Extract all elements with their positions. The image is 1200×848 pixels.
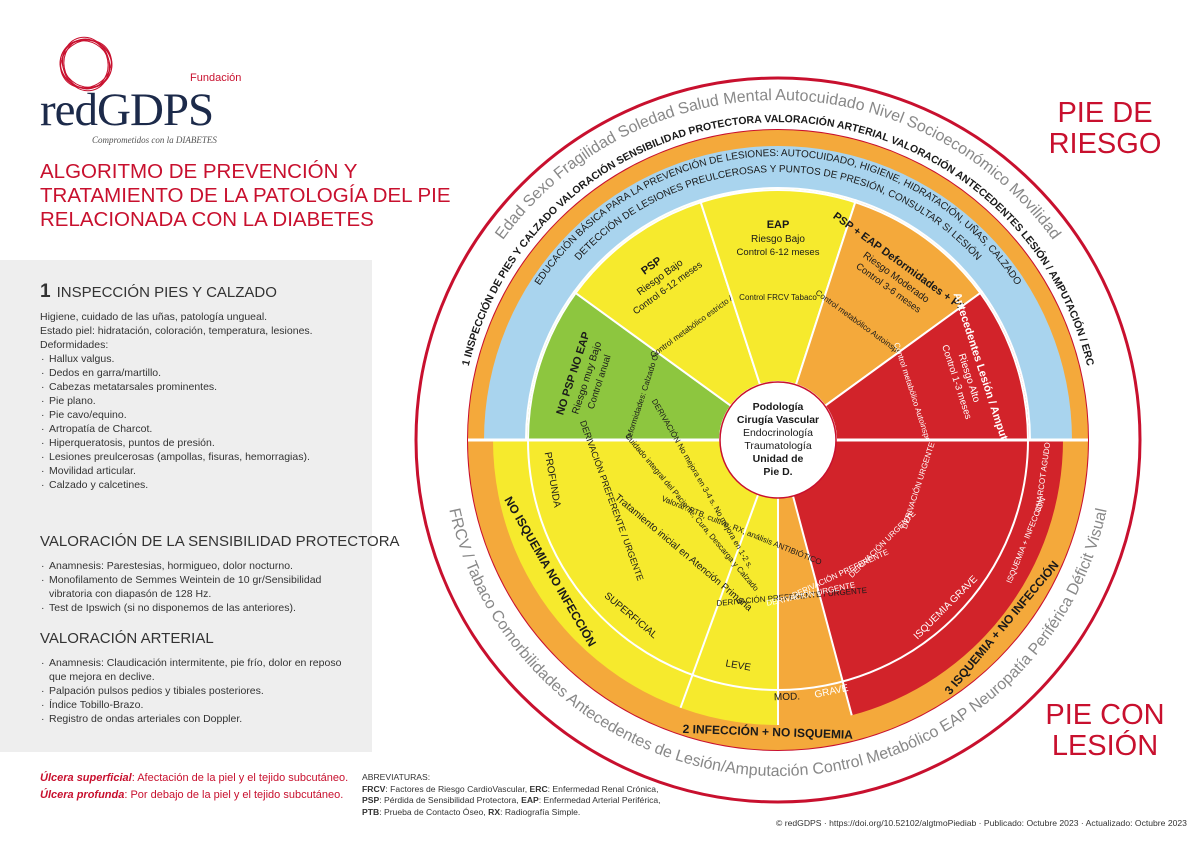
abbr-key: RX — [488, 806, 501, 817]
center-line: Pie D. — [763, 466, 792, 478]
list-item: Artropatía de Charcot. — [40, 422, 370, 436]
lesion-label: MOD. — [774, 691, 800, 703]
ulcer-text: : Afectación de la piel y el tejido subc… — [131, 772, 349, 784]
lesion-divider — [792, 495, 853, 716]
center-line: Cirugía Vascular — [737, 414, 819, 426]
inspection-intro: Deformidades: — [40, 339, 109, 351]
lesion-label: 2 INFECCIÓN + NO ISQUEMIA — [682, 721, 853, 742]
list-item: Registro de ondas arteriales con Doppler… — [40, 712, 360, 726]
corner-label-line: PIE DE — [1057, 97, 1153, 129]
logo: Fundación redGDPS Comprometidos con la D… — [40, 28, 250, 148]
inspection-title: 1 INSPECCIÓN PIES Y CALZADO — [40, 281, 370, 302]
abbreviation-line: FRCV: Factores de Riesgo CardioVascular,… — [362, 784, 661, 796]
list-item: Índice Tobillo-Brazo. — [40, 698, 360, 712]
abbr-value: : Pérdida de Sensibilidad Protectora, — [379, 795, 522, 806]
abbreviations: ABREVIATURAS: FRCV: Factores de Riesgo C… — [362, 772, 661, 818]
inspection-title-text: INSPECCIÓN PIES Y CALZADO — [56, 284, 277, 301]
center-line: Traumatología — [744, 440, 811, 452]
abbr-value: : Enfermedad Renal Crónica, — [547, 783, 659, 794]
logo-brand: redGDPS — [40, 84, 214, 136]
risk-segment-label: Riesgo Bajo — [751, 234, 805, 245]
list-item: Monofilamento de Semmes Weintein de 10 g… — [40, 573, 360, 601]
deformities-list: Hallux valgus. Dedos en garra/martillo. … — [40, 352, 370, 492]
list-item: Test de Ipswich (si no disponemos de las… — [40, 601, 360, 615]
list-item: Calzado y calcetines. — [40, 478, 370, 492]
logo-rings-icon — [59, 36, 113, 92]
lesion-divider — [679, 494, 760, 709]
abbreviations-title: ABREVIATURAS: — [362, 772, 431, 782]
list-item: Movilidad articular. — [40, 464, 370, 478]
title-line: TRATAMIENTO DE LA PATOLOGÍA DEL PIE — [40, 184, 451, 207]
abbreviation-line: PTB: Prueba de Contacto Óseo, RX: Radiog… — [362, 807, 661, 819]
sensitivity-section: VALORACIÓN DE LA SENSIBILIDAD PROTECTORA… — [40, 533, 400, 615]
arterial-title: VALORACIÓN ARTERIAL — [40, 630, 214, 647]
list-item: Anamnesis: Claudicación intermitente, pi… — [40, 656, 360, 684]
pie-de-riesgo-label: PIE DE RIESGO — [1030, 98, 1180, 160]
risk-segment-label: Control FRCV Tabaco — [739, 293, 817, 302]
abbr-value: : Enfermedad Arterial Periférica, — [538, 795, 661, 806]
abbr-key: ERC — [529, 783, 548, 794]
inspection-number: 1 — [40, 281, 51, 302]
inspection-intro: Estado piel: hidratación, coloración, te… — [40, 325, 313, 337]
abbr-key: EAP — [521, 795, 539, 806]
ulcer-text: : Por debajo de la piel y el tejido subc… — [124, 789, 344, 801]
logo-tagline: Comprometidos con la DIABETES — [92, 135, 217, 145]
corner-label-line: LESIÓN — [1051, 730, 1159, 762]
center-line: Unidad de — [753, 453, 804, 465]
list-item: Cabezas metatarsales prominentes. — [40, 380, 370, 394]
ulcer-definition: Úlcera superficial: Afectación de la pie… — [40, 770, 348, 787]
center-line: Endocrinología — [743, 427, 813, 439]
center-circle — [719, 381, 837, 499]
ulcer-definitions: Úlcera superficial: Afectación de la pie… — [40, 770, 348, 804]
list-item: Pie plano. — [40, 394, 370, 408]
arterial-section: VALORACIÓN ARTERIAL Anamnesis: Claudicac… — [40, 630, 360, 726]
sensitivity-list: Anamnesis: Parestesias, hormigueo, dolor… — [40, 559, 360, 615]
copyright: © redGDPS · https://doi.org/10.52102/alg… — [776, 818, 1187, 828]
corner-label-line: PIE CON — [1045, 699, 1165, 731]
center-specialties: Podología Cirugía Vascular Endocrinologí… — [737, 401, 819, 478]
risk-segment-label: EAP — [767, 219, 790, 231]
abbr-key: PTB — [362, 806, 380, 817]
logo-foundation: Fundación — [190, 72, 242, 84]
arterial-list: Anamnesis: Claudicación intermitente, pi… — [40, 656, 360, 726]
ischemia-sector — [793, 440, 1063, 716]
title-line: RELACIONADA CON LA DIABETES — [40, 208, 374, 231]
ulcer-term: Úlcera profunda — [40, 789, 125, 801]
list-item: Hiperqueratosis, puntos de presión. — [40, 436, 370, 450]
abbreviation-line: PSP: Pérdida de Sensibilidad Protectora,… — [362, 795, 661, 807]
ulcer-term: Úlcera superficial — [40, 772, 132, 784]
pie-con-lesion-label: PIE CON LESIÓN — [1025, 700, 1185, 762]
abbr-value: : Prueba de Contacto Óseo, — [379, 806, 489, 817]
list-item: Hallux valgus. — [40, 352, 370, 366]
abbr-value: : Radiografía Simple. — [500, 806, 581, 817]
inspection-intro: Higiene, cuidado de las uñas, patología … — [40, 311, 268, 323]
center-line: Podología — [753, 401, 804, 413]
list-item: Pie cavo/equino. — [40, 408, 370, 422]
corner-label-line: RIESGO — [1048, 128, 1162, 160]
list-item: Palpación pulsos pedios y tibiales poste… — [40, 684, 360, 698]
abbr-key: FRCV — [362, 783, 386, 794]
page-title: ALGORITMO DE PREVENCIÓN Y TRATAMIENTO DE… — [40, 160, 451, 232]
list-item: Lesiones preulcerosas (ampollas, fisuras… — [40, 450, 370, 464]
list-item: Dedos en garra/martillo. — [40, 366, 370, 380]
abbr-value: : Factores de Riesgo CardioVascular, — [385, 783, 530, 794]
title-line: ALGORITMO DE PREVENCIÓN Y — [40, 160, 358, 183]
lesion-label: LEVE — [725, 658, 752, 673]
abbr-key: PSP — [362, 795, 380, 806]
sensitivity-title: VALORACIÓN DE LA SENSIBILIDAD PROTECTORA — [40, 533, 400, 550]
no-ischemia-no-infection-sector — [493, 440, 778, 725]
list-item: Anamnesis: Parestesias, hormigueo, dolor… — [40, 559, 360, 573]
risk-segment-label: Control 6-12 meses — [737, 247, 820, 258]
inspection-section: 1 INSPECCIÓN PIES Y CALZADO Higiene, cuid… — [40, 281, 370, 492]
ulcer-definition: Úlcera profunda: Por debajo de la piel y… — [40, 787, 348, 804]
